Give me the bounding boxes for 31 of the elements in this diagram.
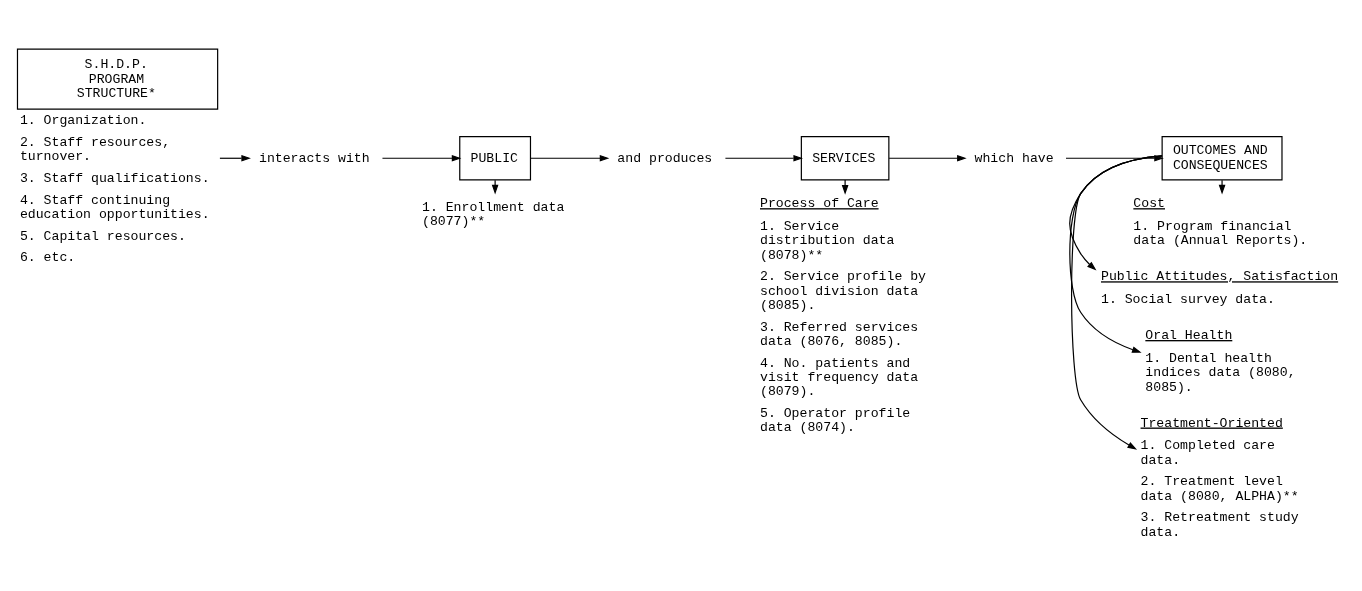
arrow [218, 154, 251, 162]
node-box: OUTCOMES AND CONSEQUENCES [1161, 136, 1283, 181]
node-label: 2. Staff resources, turnover. [19, 135, 170, 165]
arrow [529, 154, 609, 162]
node-text: 1. Enrollment data (8077)** [421, 199, 564, 230]
node-text: Treatment-Oriented 1. Completed care data. 2. Treatment level data (8080, ALPHA)** 3. Retreatment study data. [1140, 415, 1299, 540]
node-text: Cost 1. Program financial data (Annual Reports). [1132, 196, 1307, 249]
arrow [1064, 154, 1164, 162]
node-box: S.H.D.P. PROGRAM STRUCTURE* [16, 48, 218, 110]
arrow [1070, 155, 1163, 450]
node-text: interacts with [258, 150, 370, 166]
node-label: 3. Staff qualifications. [19, 170, 210, 186]
node-label: 4. Staff continuing education opportunities. [19, 192, 210, 222]
node-text: and produces [616, 150, 712, 166]
node-box: PUBLIC [458, 136, 531, 181]
node-text: Public Attitudes, Satisfaction 1. Social survey data. [1100, 269, 1338, 308]
node-text: Process of Care 1. Service distribution data (8078)** 2. Service profile by school division data (8085). 3. Referred services data (8076, 8085). 4. No. patients and visit frequency data (8079). 5. Operator profile data (8074). [759, 196, 926, 436]
arrow [888, 154, 967, 162]
arrow [1068, 155, 1163, 353]
arrow [1218, 179, 1225, 195]
arrow [491, 179, 498, 195]
node-text: Oral Health 1. Dental health indices data (8080, 8085). [1144, 328, 1296, 395]
arrow [841, 179, 848, 195]
arrow [1068, 155, 1163, 271]
node-label: 6. etc. [19, 250, 75, 266]
node-label: 5. Capital resources. [19, 228, 186, 244]
node-label: 1. Organization. [19, 113, 146, 129]
node-text: which have [974, 150, 1054, 166]
arrow [724, 154, 803, 162]
node-box: SERVICES [800, 136, 889, 181]
arrow [381, 154, 461, 162]
